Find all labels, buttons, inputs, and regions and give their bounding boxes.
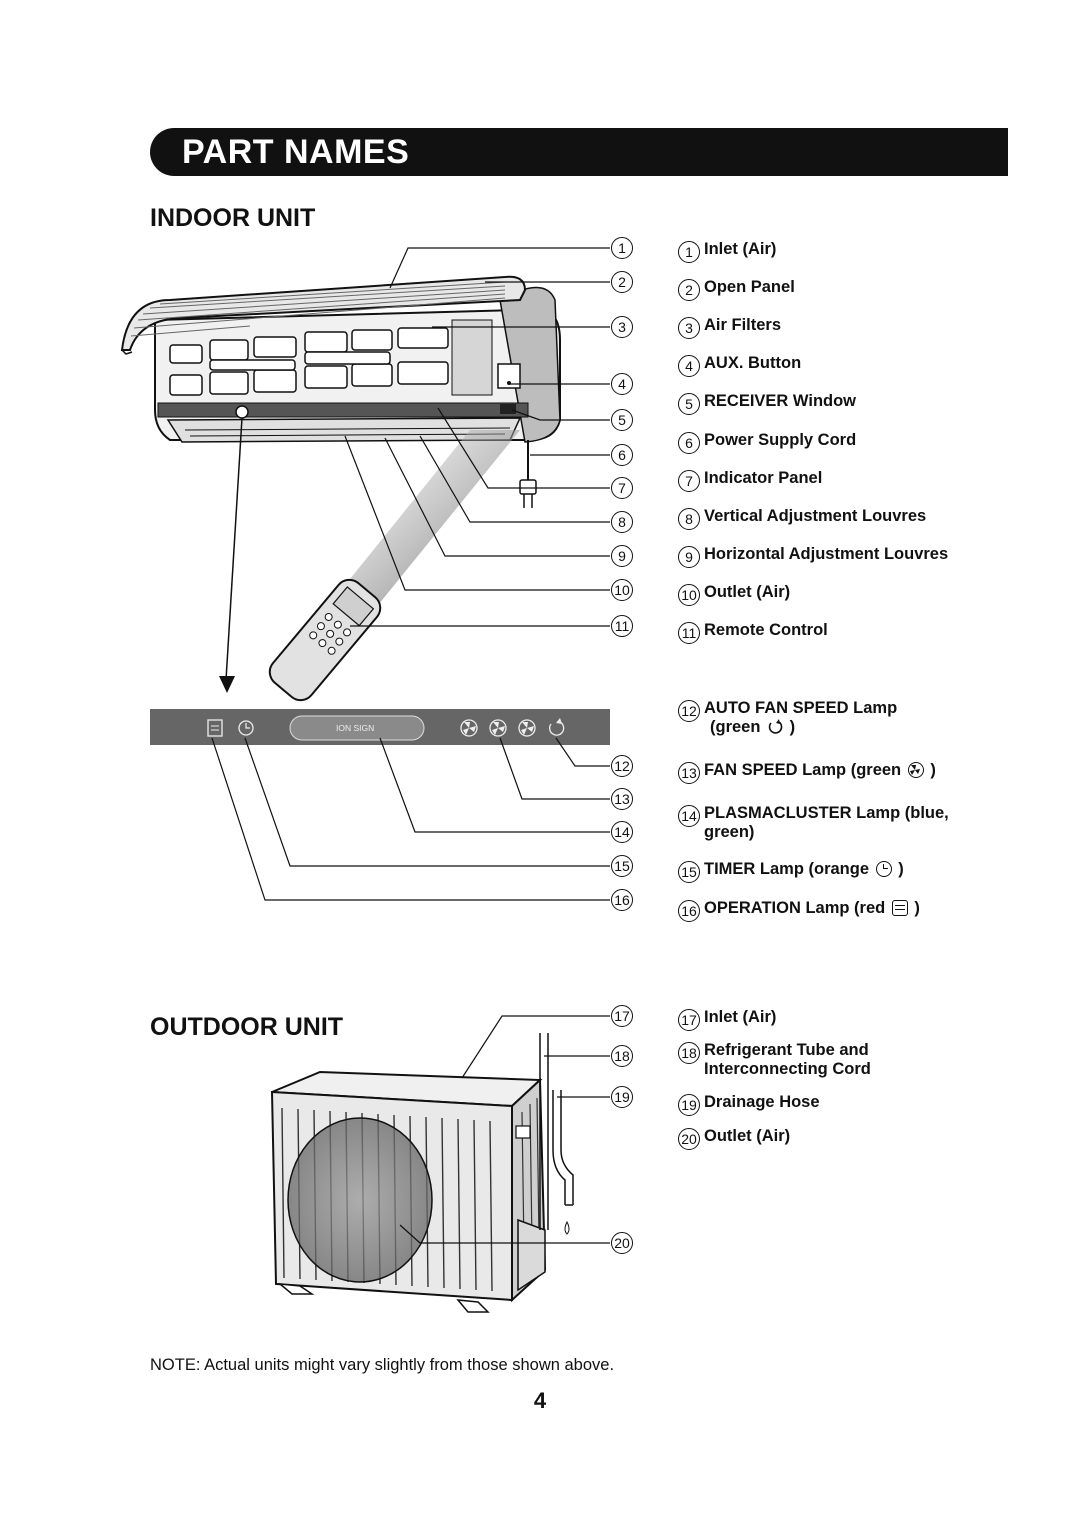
legend-label: Air Filters (704, 316, 782, 334)
legend-line-text: FAN SPEED Lamp (green (704, 761, 902, 779)
legend-line: Interconnecting Cord (704, 1060, 871, 1078)
legend-label: Horizontal Adjustment Louvres (704, 545, 949, 563)
legend-label: TIMER Lamp (orange ) (704, 860, 904, 879)
legend-line: PLASMACLUSTER Lamp (blue, (704, 804, 949, 822)
legend-line: Refrigerant Tube and (704, 1041, 869, 1059)
callout-13: 13 (611, 788, 633, 810)
legend-label: Open Panel (704, 278, 795, 296)
indoor-unit-drawing (120, 275, 561, 508)
legend-line: green) (704, 823, 755, 841)
legend-num: 13 (678, 762, 700, 784)
outdoor-unit-heading: OUTDOOR UNIT (150, 1013, 344, 1041)
callout-20: 20 (611, 1232, 633, 1254)
callout-5: 5 (611, 409, 633, 431)
legend-label: PLASMACLUSTER Lamp (blue, green) (704, 804, 949, 842)
legend-num: 9 (678, 546, 700, 568)
legend-label: Inlet (Air) (704, 240, 777, 258)
clock-icon (875, 861, 892, 877)
callout-4: 4 (611, 373, 633, 395)
legend-num: 8 (678, 508, 700, 530)
legend-num: 15 (678, 861, 700, 883)
callout-9: 9 (611, 545, 633, 567)
legend-num: 4 (678, 355, 700, 377)
legend-label: Outlet (Air) (704, 1127, 791, 1145)
callout-6: 6 (611, 444, 633, 466)
legend-label: Vertical Adjustment Louvres (704, 507, 927, 525)
legend-num: 5 (678, 393, 700, 415)
legend-label: AUX. Button (704, 354, 802, 372)
legend-num: 20 (678, 1128, 700, 1150)
legend-line: (green ) (704, 718, 897, 737)
legend-label: RECEIVER Window (704, 392, 857, 410)
legend-label: FAN SPEED Lamp (green ) (704, 761, 936, 780)
legend-line: AUTO FAN SPEED Lamp (704, 699, 898, 717)
legend-num: 6 (678, 432, 700, 454)
outdoor-unit-drawing (270, 1033, 574, 1313)
ion-sign-label: ION SIGN (336, 723, 375, 733)
auto-fan-icon (767, 719, 783, 735)
legend-num: 16 (678, 900, 700, 922)
legend-num: 18 (678, 1042, 700, 1064)
callout-18: 18 (611, 1045, 633, 1067)
note-text: NOTE: Actual units might vary slightly f… (150, 1356, 615, 1374)
legend-num: 12 (678, 700, 700, 722)
legend-num: 10 (678, 584, 700, 606)
callout-8: 8 (611, 511, 633, 533)
legend-label: Indicator Panel (704, 469, 823, 487)
callout-15: 15 (611, 855, 633, 877)
legend-line-text: (green (710, 718, 761, 736)
legend-num: 3 (678, 317, 700, 339)
callout-7: 7 (611, 477, 633, 499)
legend-line-text: TIMER Lamp (orange (704, 860, 870, 878)
legend-label: AUTO FAN SPEED Lamp (green ) (704, 699, 897, 737)
page-title: PART NAMES (182, 133, 410, 171)
legend-line-text: OPERATION Lamp (red (704, 899, 886, 917)
legend-line-close: ) (789, 718, 796, 736)
callout-16: 16 (611, 889, 633, 911)
legend-label: Outlet (Air) (704, 583, 791, 601)
callout-14: 14 (611, 821, 633, 843)
callout-10: 10 (611, 579, 633, 601)
legend-label: Drainage Hose (704, 1093, 820, 1111)
callout-17: 17 (611, 1005, 633, 1027)
legend-line-close: ) (898, 860, 904, 878)
legend-label: OPERATION Lamp (red ) (704, 899, 920, 918)
legend-label: Refrigerant Tube and Interconnecting Cor… (704, 1041, 871, 1079)
legend-line-close: ) (930, 761, 936, 779)
legend-label: Power Supply Cord (704, 431, 857, 449)
legend-num: 7 (678, 470, 700, 492)
legend-num: 19 (678, 1094, 700, 1116)
callout-3: 3 (611, 316, 633, 338)
legend-num: 2 (678, 279, 700, 301)
fan-icon (907, 762, 924, 778)
callout-1: 1 (611, 237, 633, 259)
callout-12: 12 (611, 755, 633, 777)
indoor-unit-heading: INDOOR UNIT (150, 204, 316, 232)
legend-num: 14 (678, 805, 700, 827)
legend-label: Inlet (Air) (704, 1008, 777, 1026)
legend-line-close: ) (914, 899, 920, 917)
legend-num: 1 (678, 241, 700, 263)
legend-num: 17 (678, 1009, 700, 1031)
part-names-banner: PART NAMES (150, 128, 1008, 176)
callout-11: 11 (611, 615, 633, 637)
callout-19: 19 (611, 1086, 633, 1108)
operation-icon (891, 900, 908, 916)
page-number: 4 (533, 1388, 547, 1413)
callout-2: 2 (611, 271, 633, 293)
legend-label: Remote Control (704, 621, 828, 639)
remote-control-drawing (268, 578, 382, 702)
legend-num: 11 (678, 622, 700, 644)
